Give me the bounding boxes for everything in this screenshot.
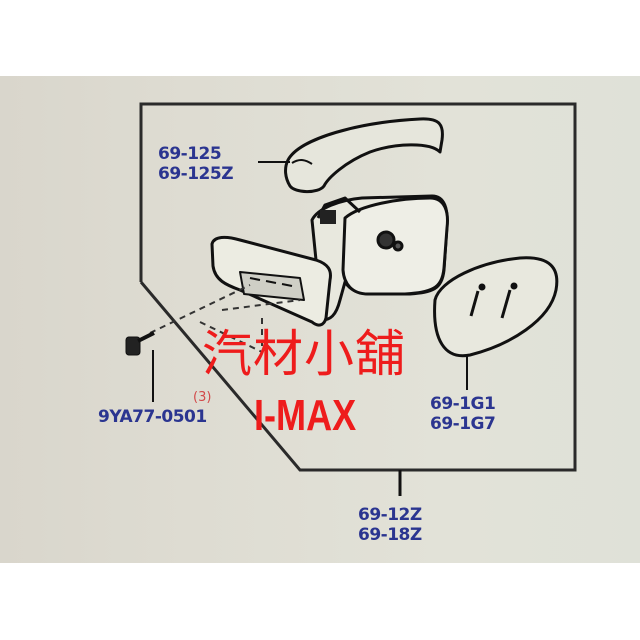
part-number: 69-12Z — [358, 505, 422, 525]
assembly-frame — [139, 102, 577, 472]
screw-quantity: (3) — [193, 390, 212, 405]
part-number-mirror-glass: 69-1G1 69-1G7 — [430, 394, 496, 434]
part-number: 69-125Z — [158, 164, 234, 184]
part-number: 69-1G7 — [430, 414, 496, 434]
part-number: 9YA77-0501 — [98, 407, 207, 427]
mirror-glass-part — [433, 256, 559, 358]
watermark-shop-name: 汽材小舖 — [202, 325, 406, 383]
part-number-screw: 9YA77-0501 — [98, 407, 207, 427]
screw-guide-lines — [149, 284, 301, 353]
mirror-assembly-part — [210, 194, 449, 327]
part-number-cover: 69-125 69-125Z — [158, 144, 234, 184]
part-number: 69-1G1 — [430, 394, 496, 414]
part-number: 69-18Z — [358, 525, 422, 545]
part-number-mirror-assembly: 69-12Z 69-18Z — [358, 505, 422, 545]
watermark-brand: I-MAX — [254, 391, 357, 440]
mirror-cover-part — [284, 117, 444, 194]
screw-part — [125, 331, 155, 402]
part-number: 69-125 — [158, 144, 222, 164]
